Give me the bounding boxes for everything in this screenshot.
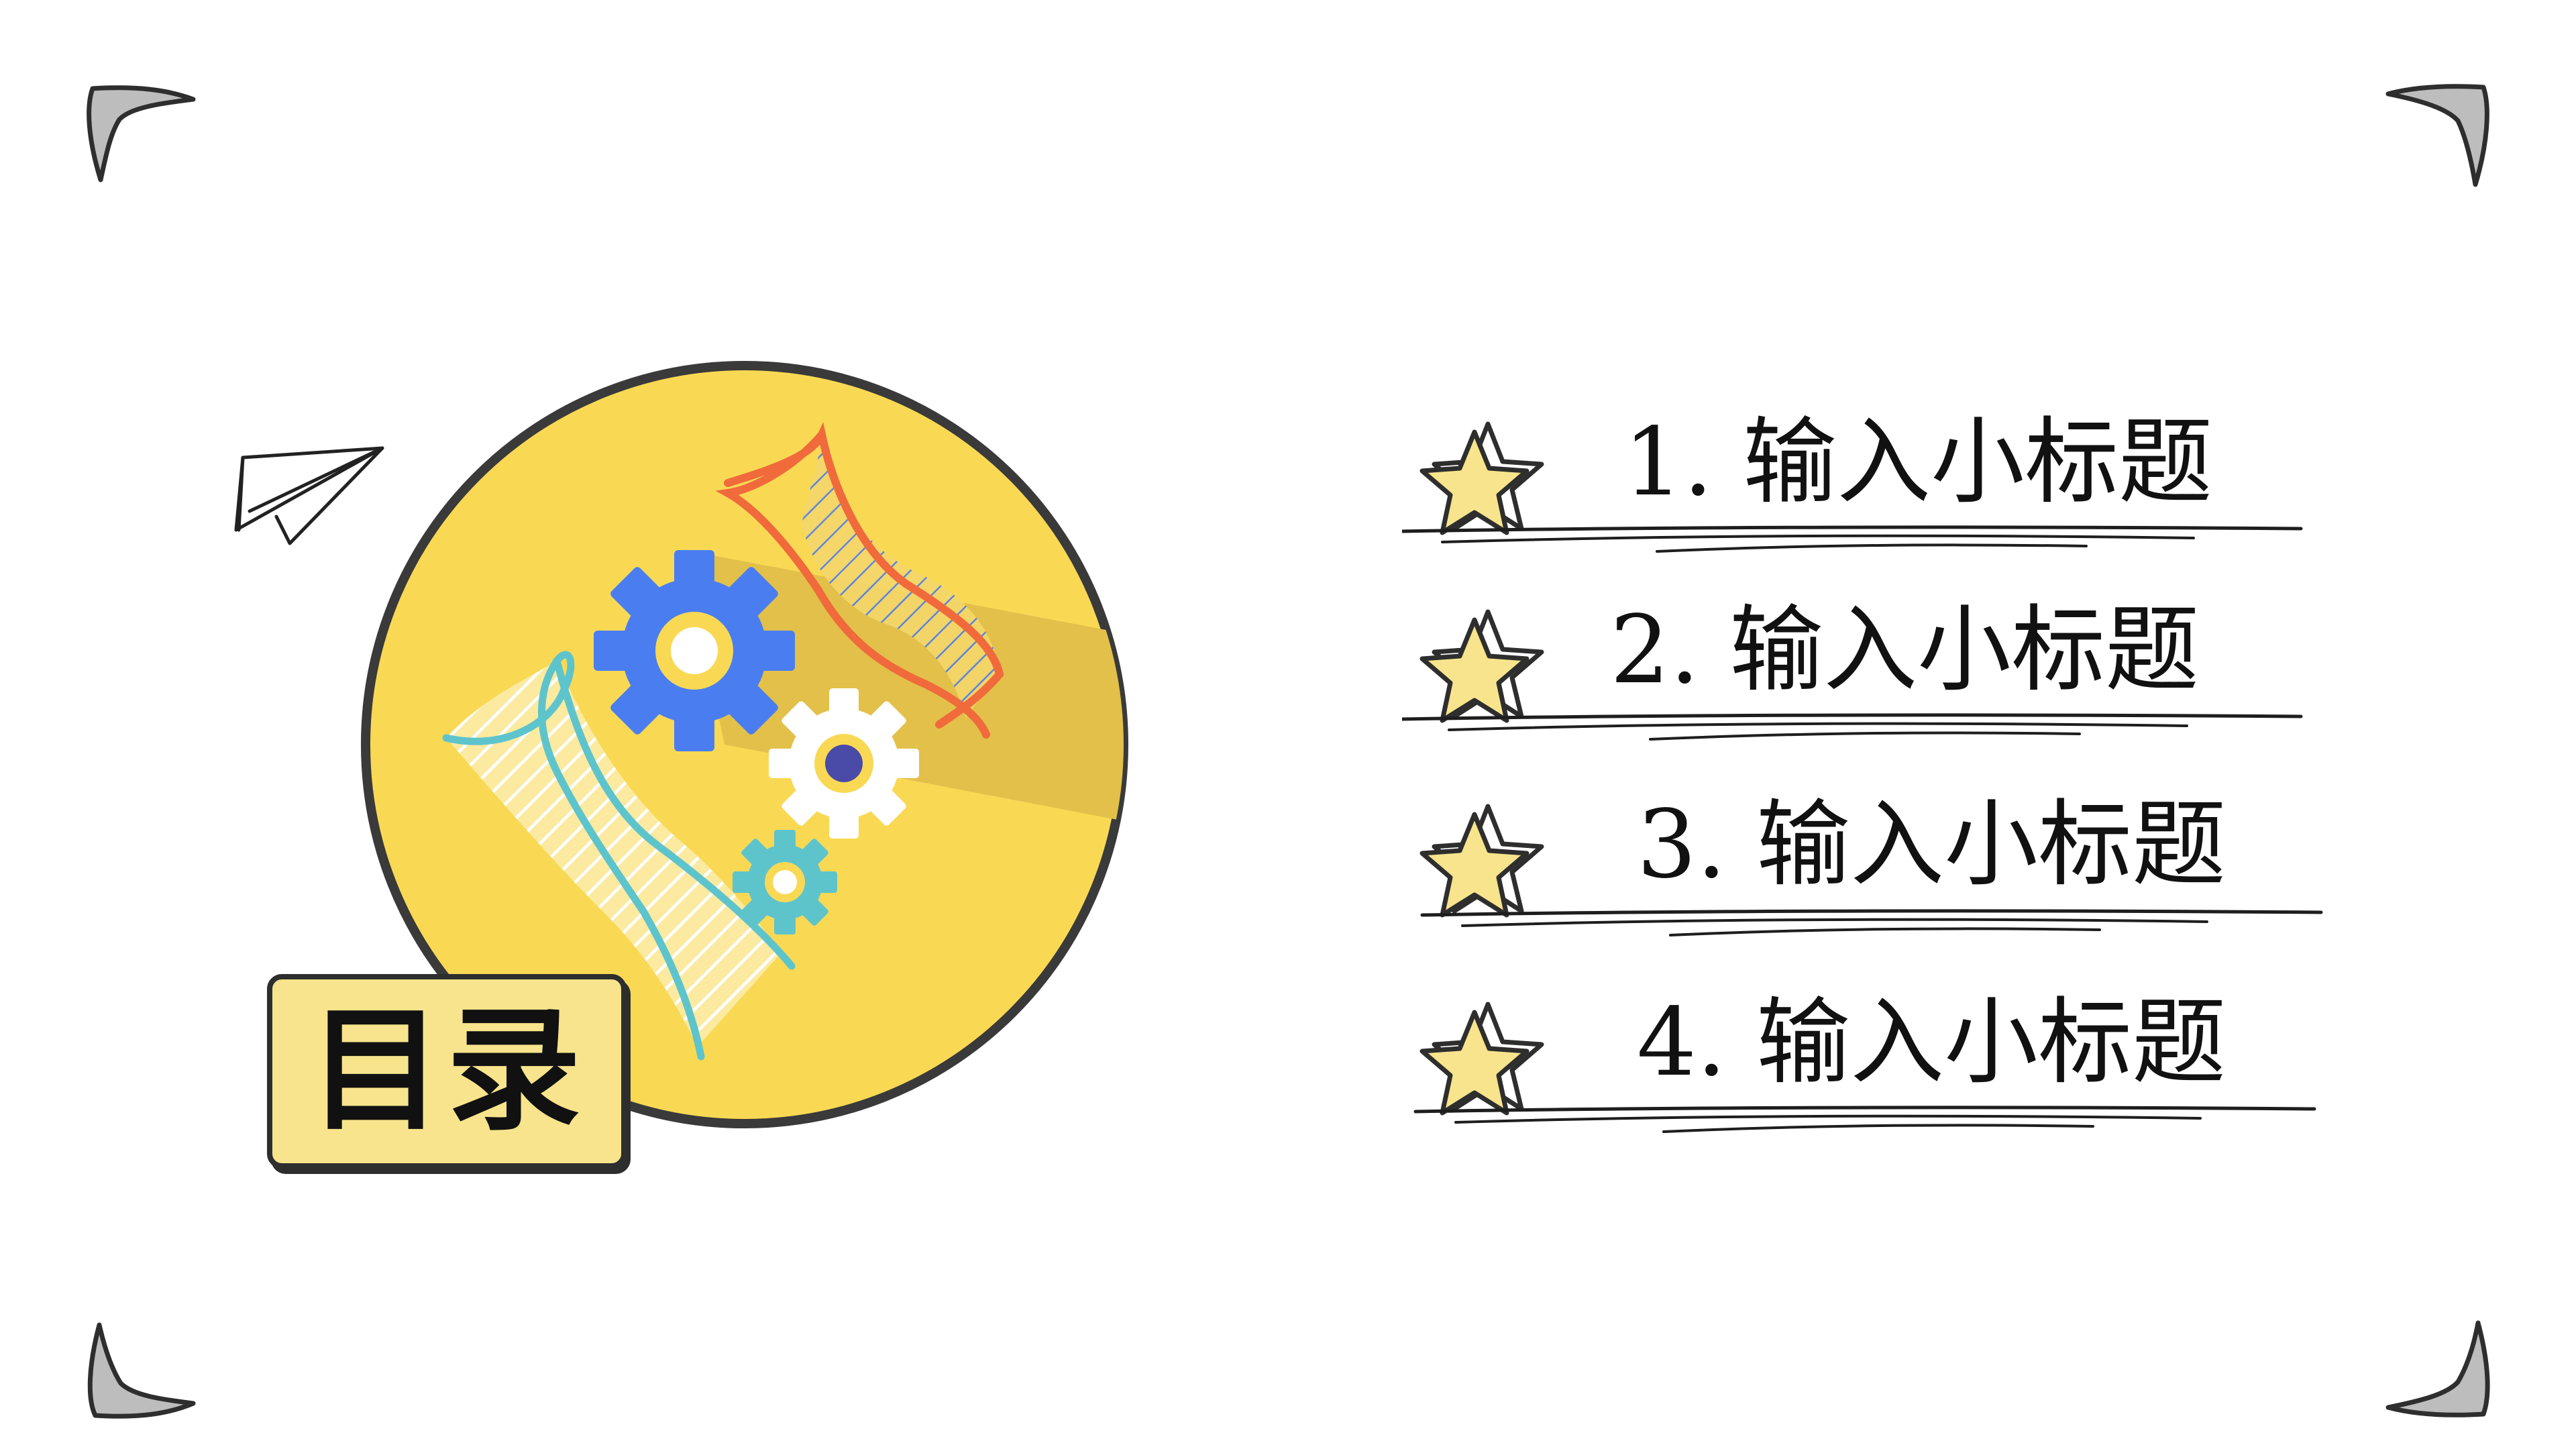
- star-icon: [1419, 804, 1544, 918]
- gear-teal-icon: [733, 830, 837, 934]
- scribble-underline: [1402, 525, 2303, 553]
- gear-blue-icon: [594, 550, 795, 751]
- menu-item-1[interactable]: 1. 输入小标题: [1402, 408, 2341, 584]
- star-icon: [1419, 1002, 1544, 1116]
- menu-item-3[interactable]: 3. 输入小标题: [1402, 790, 2341, 966]
- corner-bracket-bottom-right-icon: [2385, 1320, 2490, 1417]
- page-title: 目录: [308, 993, 585, 1149]
- menu-item-label: 1. 输入小标题: [1623, 408, 2213, 517]
- corner-bracket-bottom-left-icon: [87, 1322, 196, 1419]
- dna-orange-icon: [715, 422, 1004, 739]
- scribble-underline: [1413, 1106, 2316, 1133]
- dna-teal-icon: [442, 651, 796, 1061]
- menu-item-label: 3. 输入小标题: [1637, 790, 2226, 900]
- corner-bracket-top-right-icon: [2385, 84, 2489, 187]
- star-icon: [1419, 609, 1544, 723]
- corner-bracket-top-left-icon: [87, 85, 196, 182]
- gear-white-icon: [769, 688, 919, 839]
- menu-item-4[interactable]: 4. 输入小标题: [1402, 988, 2341, 1164]
- menu-item-label: 4. 输入小标题: [1637, 988, 2226, 1097]
- scribble-underline: [1420, 909, 2323, 936]
- title-badge: 目录: [267, 974, 627, 1169]
- menu-item-label: 2. 输入小标题: [1610, 596, 2200, 705]
- menu-item-2[interactable]: 2. 输入小标题: [1402, 596, 2341, 771]
- star-icon: [1419, 421, 1544, 535]
- scribble-underline: [1402, 713, 2303, 741]
